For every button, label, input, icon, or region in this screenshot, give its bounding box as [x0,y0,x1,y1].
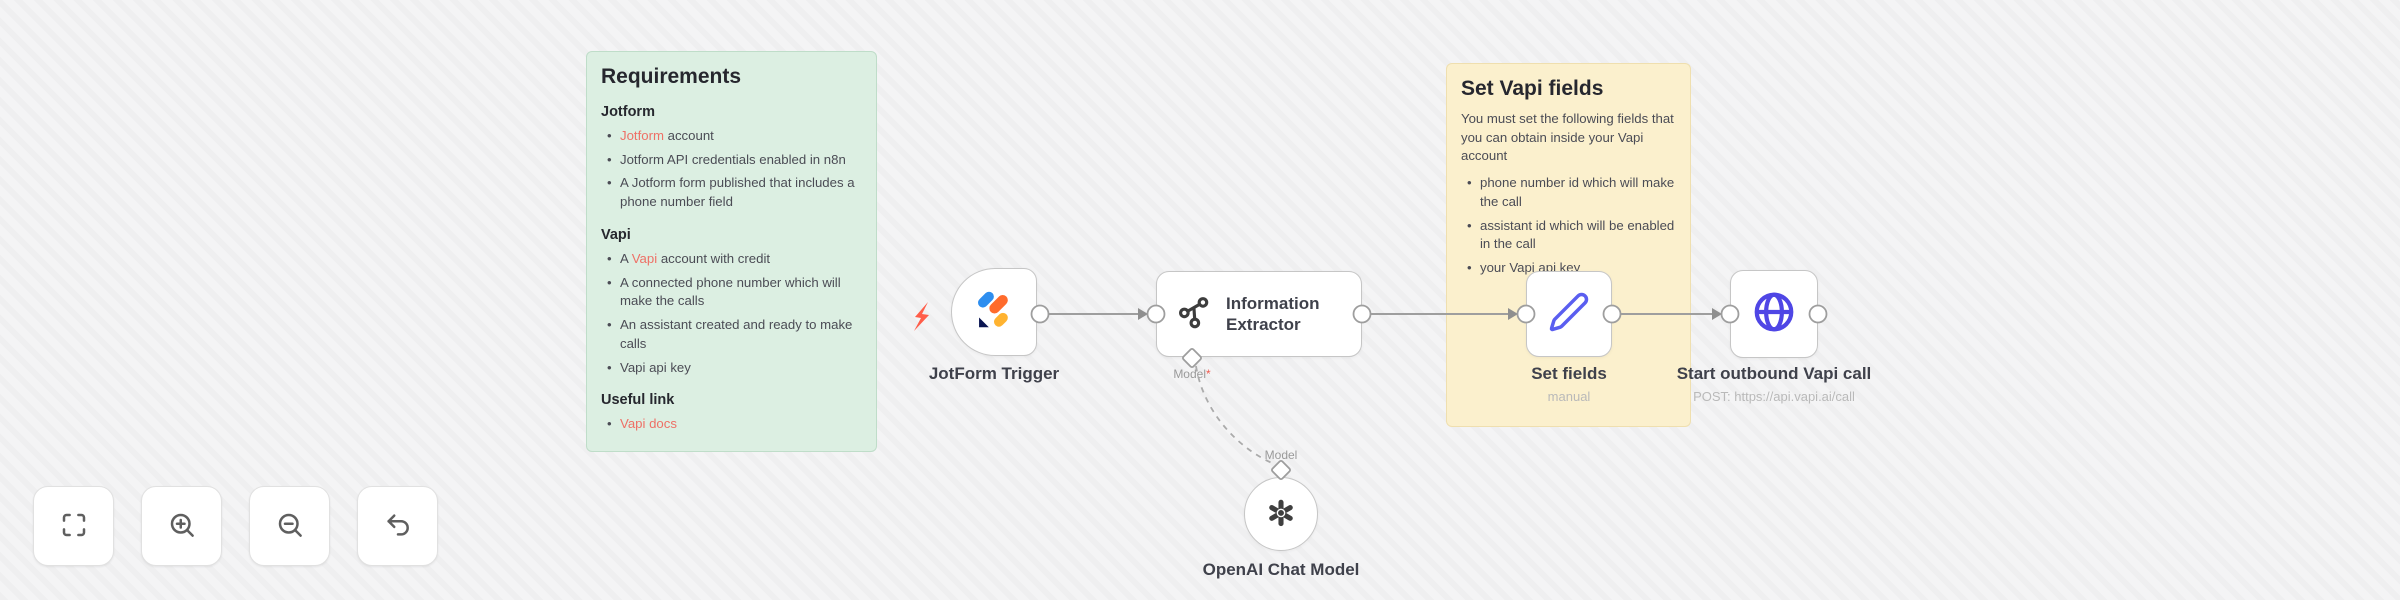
jotform-logo-icon [971,287,1017,338]
zoom-out-icon [275,510,305,543]
bullet-text: account [663,128,714,143]
bullet-text: A [620,250,632,266]
node-label-text: Start outbound Vapi call [1676,364,1872,383]
model-port-label-openai: Model [1264,448,1298,462]
vapi-bullet-list: A Vapi account with credit A connected p… [601,250,862,377]
node-information-extractor[interactable]: Information Extractor [1156,271,1362,357]
sticky-note-requirements[interactable]: Requirements Jotform Jotform account Jot… [586,51,877,452]
list-item: Jotform account [607,127,862,146]
waypoints-icon [1177,294,1213,335]
bullet-text: An assistant created and ready to make c… [620,317,853,351]
node-label-jotform-trigger: JotForm Trigger [928,364,1060,383]
list-item: phone number id which will make the call [1467,174,1676,211]
undo-button[interactable] [357,486,438,566]
openai-icon [1264,495,1298,534]
pencil-icon [1548,291,1590,338]
node-start-outbound-vapi-call[interactable] [1730,270,1818,358]
note-title: Set Vapi fields [1461,77,1604,100]
bullet-text: assistant id which will be enabled in th… [1480,217,1675,252]
node-set-fields[interactable] [1526,271,1612,357]
bullet-text: account with credit [657,250,771,266]
note-section-heading-vapi: Vapi [601,226,631,243]
bullet-text: A Jotform form published that includes a… [620,175,855,210]
list-item: Vapi docs [607,415,862,434]
node-openai-chat-model[interactable] [1244,477,1318,551]
bullet-text: Vapi api key [620,359,691,375]
zoom-out-button[interactable] [249,486,330,566]
list-item: Jotform API credentials enabled in n8n [607,151,862,170]
note-title: Requirements [601,65,742,88]
required-mark: * [1206,367,1211,381]
zoom-in-button[interactable] [141,486,222,566]
zoom-in-icon [167,510,197,543]
node-label-openai-chat-model: OpenAI Chat Model [1202,560,1360,579]
bullet-text: A connected phone number which will make… [620,274,841,309]
useful-link-bullet-list: Vapi docs [601,415,862,434]
fit-view-icon [59,510,89,543]
list-item: An assistant created and ready to make c… [607,316,862,353]
node-label-start-outbound: Start outbound Vapi call POST: https://a… [1664,364,1884,404]
node-jotform-trigger[interactable] [951,268,1037,356]
bullet-text: phone number id which will make the call [1480,175,1675,209]
bullet-text: Jotform API credentials enabled in n8n [620,151,846,167]
jotform-link[interactable]: Jotform [620,128,664,143]
node-inline-label: Information Extractor [1226,293,1320,334]
canvas-controls [33,486,438,566]
sticky-note-set-vapi-fields[interactable]: Set Vapi fields You must set the followi… [1446,63,1691,427]
list-item: A Jotform form published that includes a… [607,174,862,211]
note-section-heading-useful-link: Useful link [601,392,675,409]
list-item: A Vapi account with credit [607,250,862,269]
list-item: Vapi api key [607,359,862,378]
note-section-heading-jotform: Jotform [601,104,655,120]
note-body: You must set the following fields that y… [1461,111,1674,164]
node-sublabel: manual [1547,389,1591,404]
list-item: A connected phone number which will make… [607,274,862,311]
vapi-docs-link[interactable]: Vapi docs [620,416,677,432]
globe-icon [1751,289,1797,340]
node-label-text: Set fields [1531,364,1607,383]
model-port-label: Model* [1173,367,1211,381]
fit-view-button[interactable] [33,486,114,566]
vapi-link[interactable]: Vapi [631,250,658,266]
vapi-fields-bullet-list: phone number id which will make the call… [1461,174,1676,278]
trigger-bolt-icon [914,302,929,331]
node-label-set-fields: Set fields manual [1489,364,1649,404]
jotform-bullet-list: Jotform account Jotform API credentials … [601,127,862,212]
undo-icon [383,510,413,543]
list-item: assistant id which will be enabled in th… [1467,217,1676,254]
node-sublabel: POST: https://api.vapi.ai/call [1693,389,1855,404]
